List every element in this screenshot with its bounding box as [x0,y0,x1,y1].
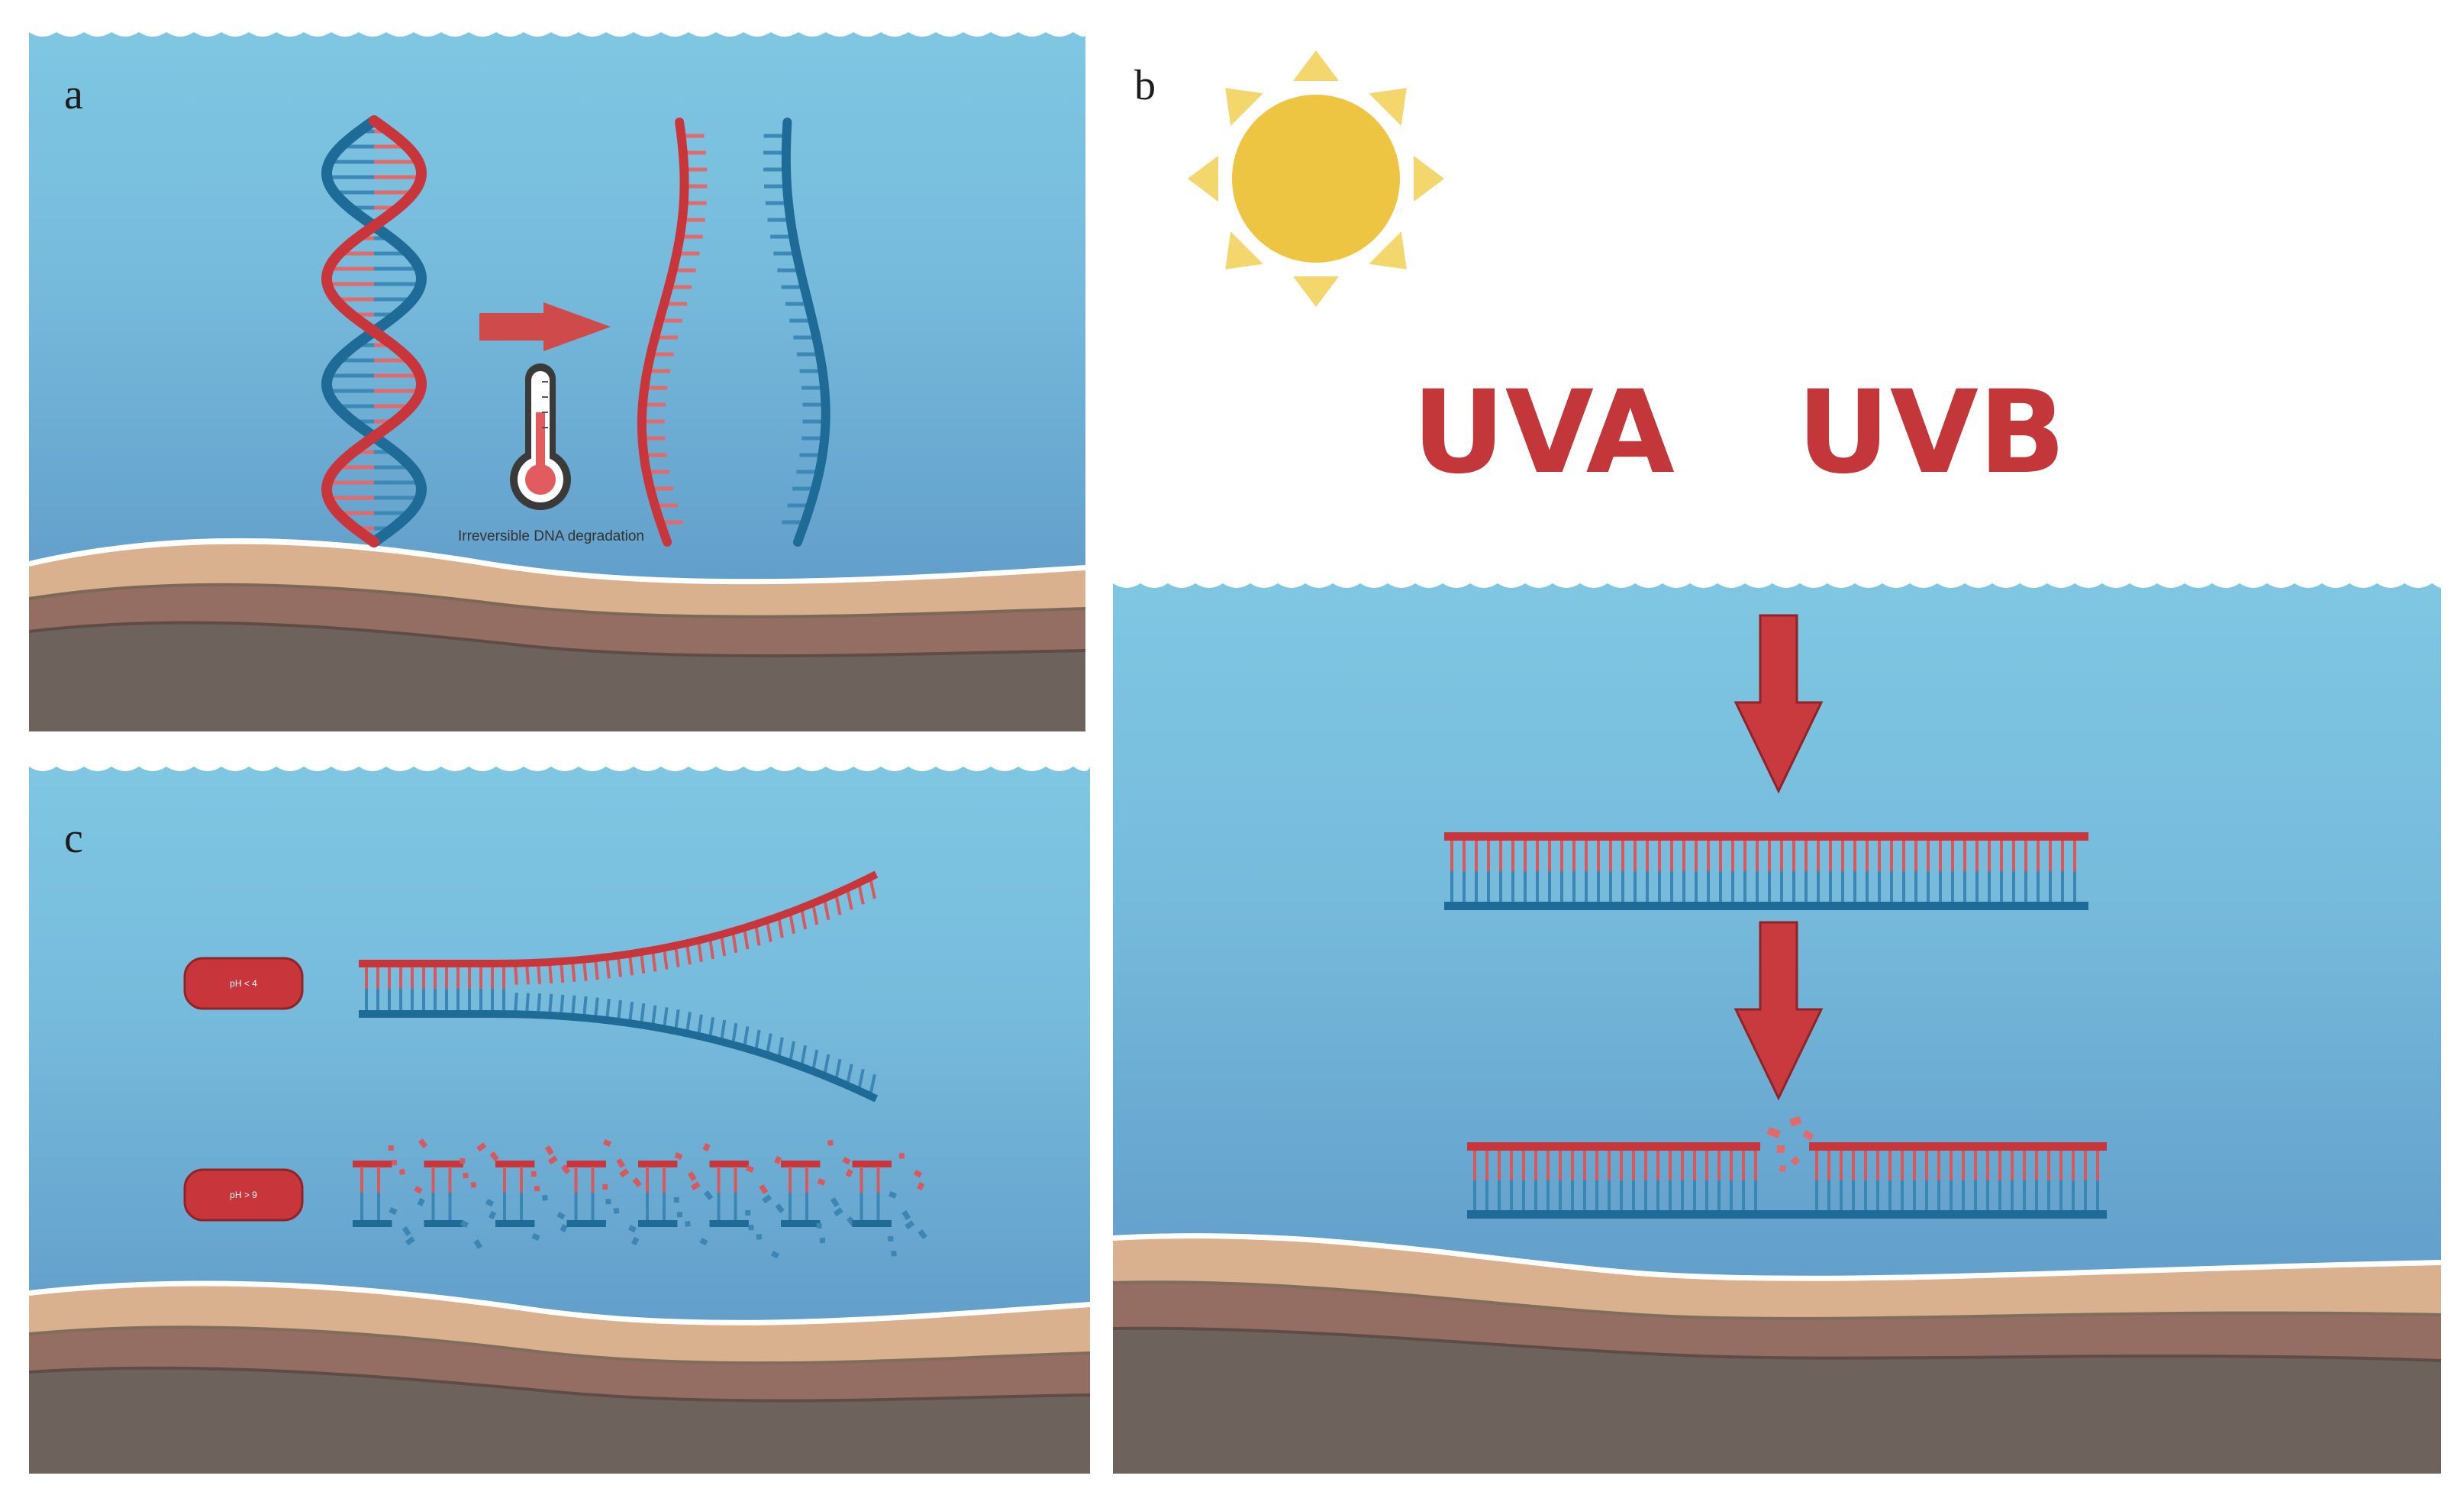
panel-label-a: a [64,71,83,118]
rock-layer-b [1113,1329,2441,1474]
arrow-down-icon [1734,921,1824,1101]
uva-label: UVA [1412,366,1675,499]
panel-label-b: b [1134,62,1156,109]
ph-high-badge: pH > 9 [183,1168,304,1222]
dna-double-helix [321,115,427,547]
panel-c: c pH < 4 pH > 9 [29,762,1090,1474]
rock-layer-a [29,624,1085,731]
ph-low-badge: pH < 4 [183,957,304,1010]
separated-dna-strands [637,118,830,547]
ph-low-label: pH < 4 [230,978,257,989]
water-surface-b [1113,580,2441,588]
arrow-right-icon [479,302,611,351]
uvb-label: UVB [1797,366,2066,499]
sun-icon [1188,50,1444,307]
water-surface-c [29,762,1090,771]
panel-a: Irreversible DNA degradation a [29,29,1085,731]
arrow-down-icon [1734,614,1824,794]
ph-high-label: pH > 9 [230,1190,257,1200]
rock-layer-c [29,1369,1090,1474]
panel-b: b UVA UVB [1113,50,2441,1474]
panel-label-c: c [64,815,83,862]
degradation-caption: Irreversible DNA degradation [458,528,644,544]
damaged-dna-duplex [1467,1116,2107,1219]
acid-denatured-dna [359,870,879,1103]
intact-dna-duplex [1444,832,2088,910]
thermometer-icon [510,363,571,510]
water-surface-a [29,29,1085,37]
alkaline-fragmented-dna [353,1138,927,1259]
